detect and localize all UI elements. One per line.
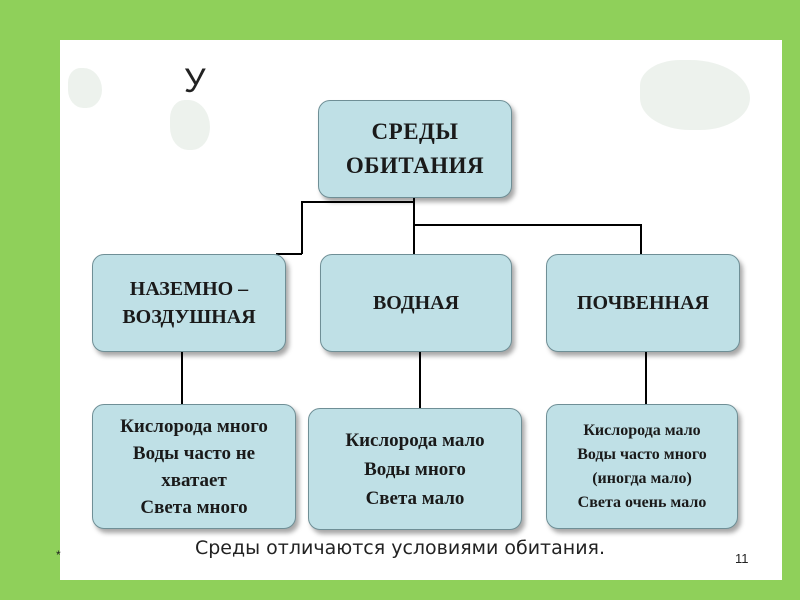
details-text: Кислорода мало Воды много Света мало: [345, 429, 485, 509]
page-number: 11: [735, 551, 749, 566]
category-label: ВОДНАЯ: [372, 292, 460, 314]
details-node-soil: Кислорода мало Воды часто много (иногда …: [546, 404, 738, 529]
category-node-terrestrial-air: НАЗЕМНО – ВОЗДУШНАЯ: [92, 254, 286, 352]
details-text: Кислорода мало Воды часто много (иногда …: [577, 421, 707, 511]
slide-caption: Среды отличаются условиями обитания.: [194, 537, 606, 559]
root-node: СРЕДЫ ОБИТАНИЯ: [318, 100, 512, 198]
background-decoration: [640, 60, 750, 130]
slide-title-fragment: У: [184, 62, 206, 100]
category-label: ПОЧВЕННАЯ: [577, 292, 709, 314]
category-label: НАЗЕМНО – ВОЗДУШНАЯ: [122, 278, 256, 328]
details-node-terrestrial-air: Кислорода много Воды часто не хватает Св…: [92, 404, 296, 529]
connector-root-left: [301, 198, 415, 254]
details-node-aquatic: Кислорода мало Воды много Света мало: [308, 408, 522, 530]
category-node-aquatic: ВОДНАЯ: [320, 254, 512, 352]
connector-root-right: [414, 224, 642, 254]
category-node-soil: ПОЧВЕННАЯ: [546, 254, 740, 352]
background-decoration: [170, 100, 210, 150]
footer-mark: *: [56, 548, 61, 562]
background-decoration: [68, 68, 102, 108]
details-text: Кислорода много Воды часто не хватает Св…: [120, 415, 268, 518]
root-node-label: СРЕДЫ ОБИТАНИЯ: [345, 119, 485, 178]
